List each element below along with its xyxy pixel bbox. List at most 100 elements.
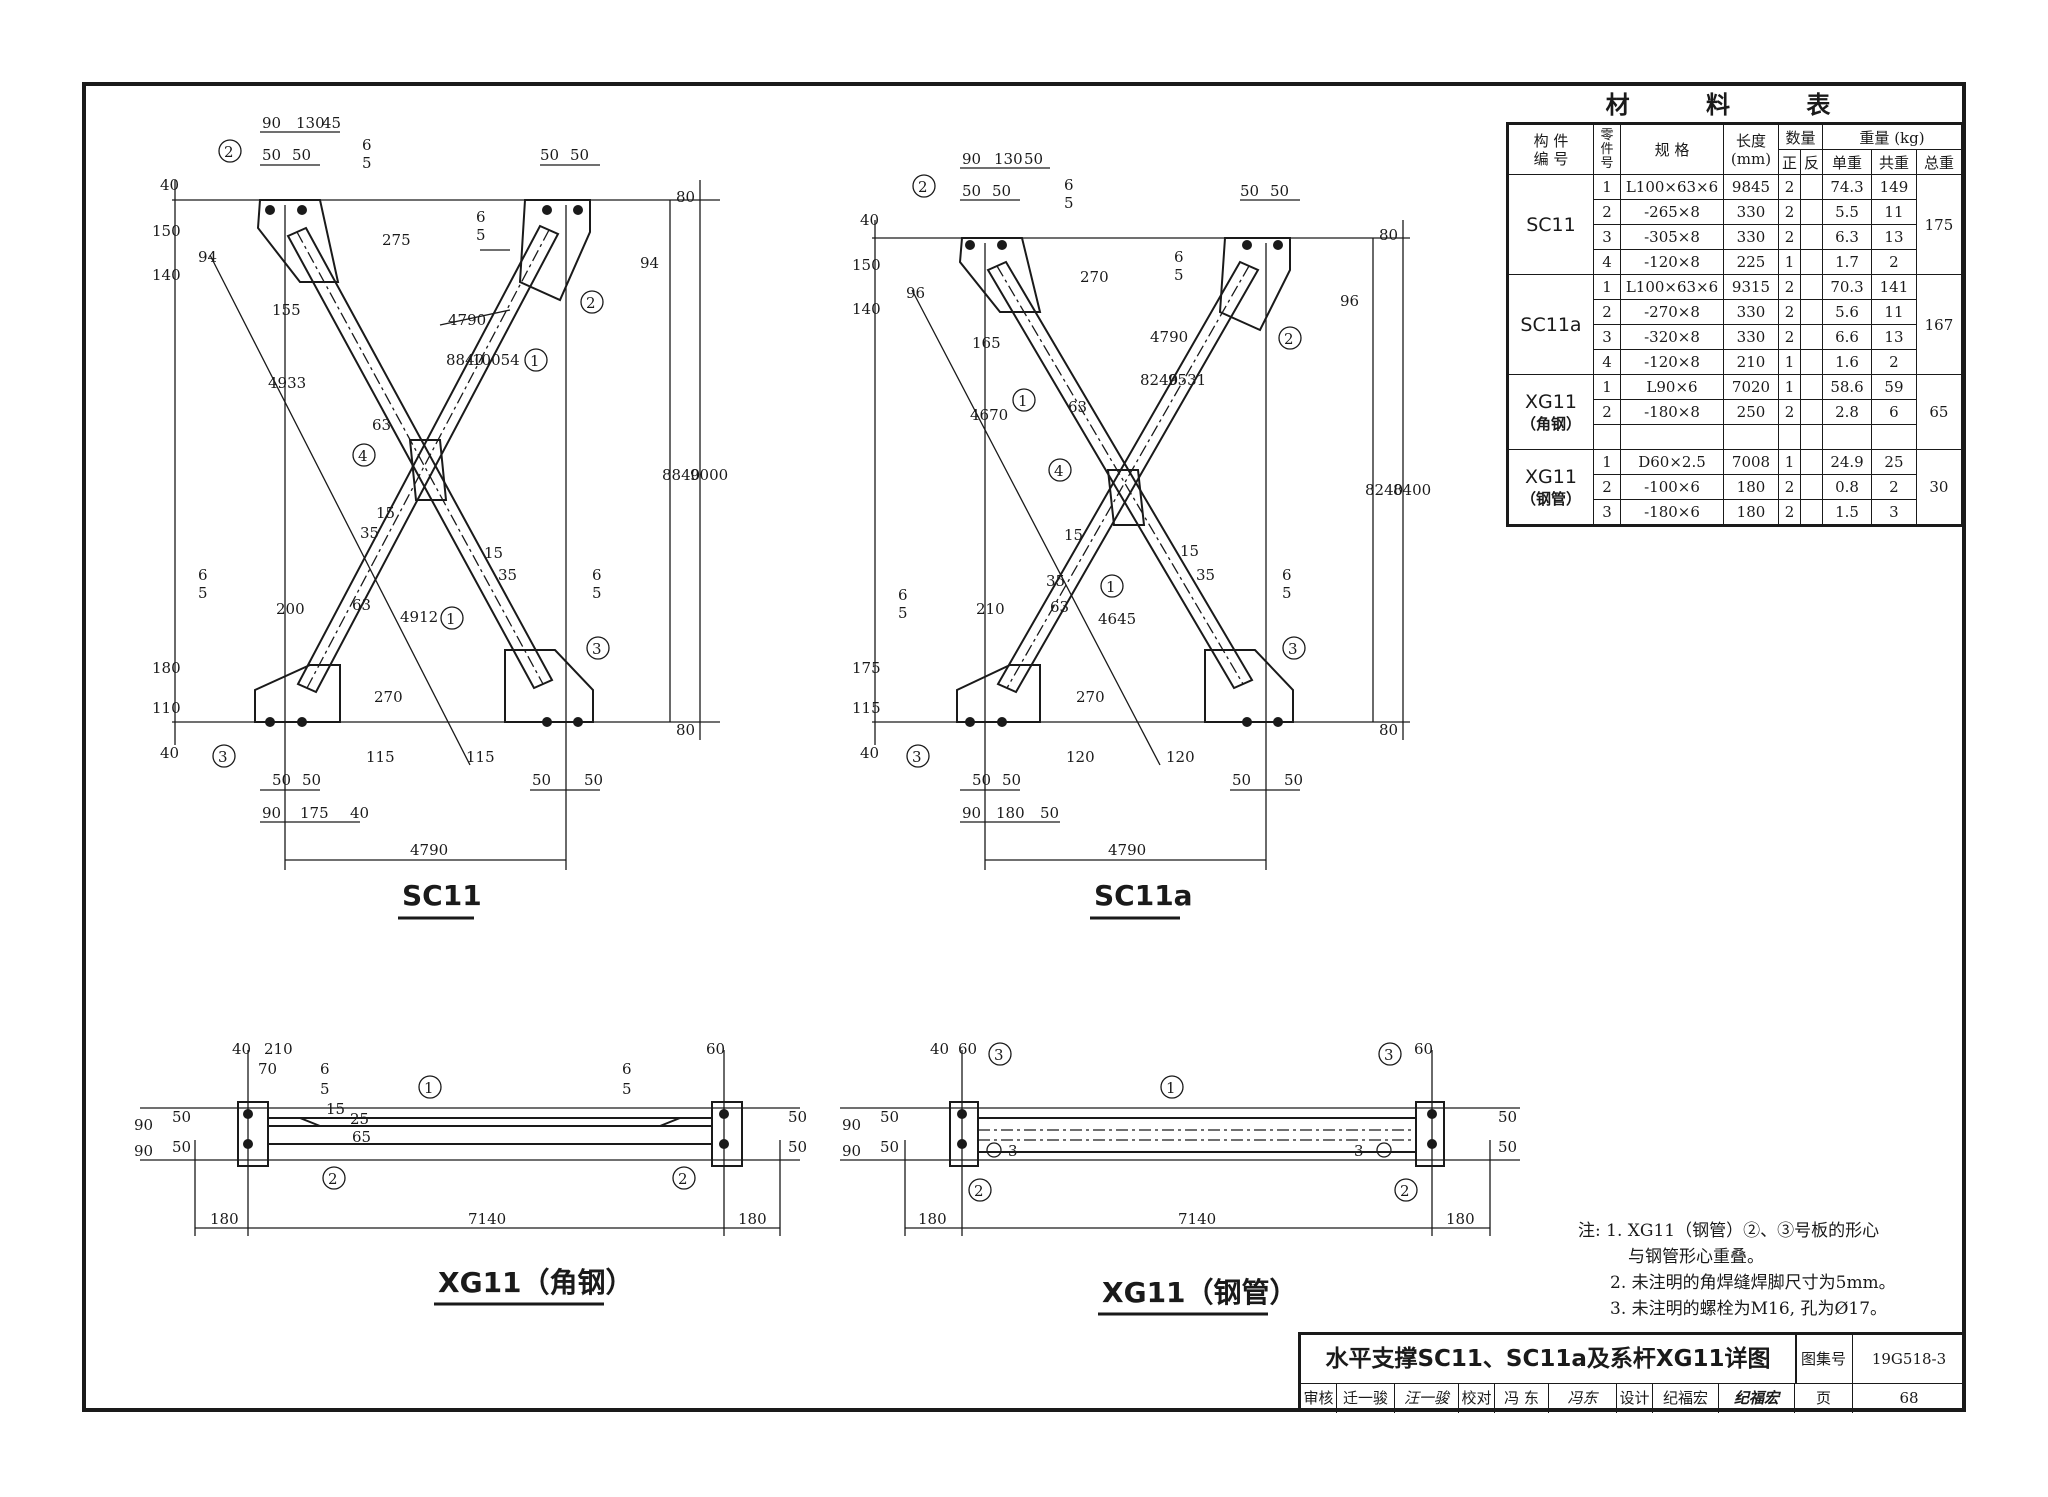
svg-text:8840: 8840: [662, 466, 700, 484]
svg-text:4912: 4912: [400, 608, 438, 626]
svg-text:50: 50: [1024, 150, 1043, 168]
svg-text:210: 210: [264, 1040, 293, 1058]
svg-text:5: 5: [1064, 194, 1074, 212]
qty-pos: 1: [1777, 249, 1802, 275]
svg-text:50: 50: [1284, 771, 1303, 789]
sc11-mark-1b: 1: [446, 610, 456, 628]
qty-pos: 2: [1777, 299, 1802, 325]
sum-weight: 11: [1871, 299, 1917, 325]
hdr-member-no: 构 件 编 号: [1507, 123, 1594, 175]
title-block: 水平支撑SC11、SC11a及系杆XG11详图 图集号 19G518-3 审核 …: [1298, 1332, 1965, 1413]
design-label: 设计: [1617, 1383, 1653, 1413]
notes-line-1: 注: 1. XG11（钢管）②、③号板的形心: [1578, 1218, 1896, 1244]
svg-text:50: 50: [962, 182, 981, 200]
svg-text:200: 200: [276, 600, 305, 618]
svg-text:96: 96: [1340, 292, 1359, 310]
svg-text:50: 50: [262, 146, 281, 164]
sc11-mark-3b: 3: [218, 748, 228, 766]
unit-weight: 6.6: [1822, 324, 1873, 350]
svg-text:115: 115: [852, 699, 881, 717]
qty-neg: [1800, 299, 1824, 325]
svg-text:50: 50: [1498, 1108, 1517, 1126]
svg-text:180: 180: [1446, 1210, 1475, 1228]
svg-text:50: 50: [880, 1138, 899, 1156]
reviewer-signature: 汪一骏: [1395, 1383, 1459, 1413]
qty-pos: 2: [1777, 224, 1802, 250]
qty-pos: 2: [1777, 274, 1802, 300]
svg-text:4670: 4670: [970, 406, 1008, 424]
checker-signature: 冯东: [1549, 1383, 1617, 1413]
qty-pos: 2: [1777, 399, 1802, 425]
svg-text:94: 94: [198, 248, 217, 266]
part-spec: -270×8: [1620, 299, 1724, 325]
svg-text:40: 40: [232, 1040, 251, 1058]
qty-pos: 2: [1777, 174, 1802, 200]
hdr-part-no: 零件号: [1593, 123, 1621, 175]
svg-text:50: 50: [1002, 771, 1021, 789]
sc11a-mark-1b: 1: [1106, 578, 1116, 596]
unit-weight: 1.6: [1822, 349, 1873, 375]
material-table-grid: 构 件 编 号 零件号 规 格 长度 (mm) 数量 重量 (kg) 正 反 单…: [1506, 122, 1964, 527]
hdr-spec: 规 格: [1620, 123, 1724, 175]
member-code-text: SC11: [1526, 213, 1576, 236]
sum-weight: 13: [1871, 224, 1917, 250]
svg-text:270: 270: [1080, 268, 1109, 286]
sum-weight: 59: [1871, 374, 1917, 400]
svg-text:6: 6: [198, 566, 208, 584]
xg11a-mark-1: 1: [424, 1079, 434, 1097]
qty-neg: [1800, 174, 1824, 200]
qty-pos: 2: [1777, 499, 1802, 526]
part-no: 3: [1593, 324, 1621, 350]
svg-text:35: 35: [360, 524, 379, 542]
part-no: 2: [1593, 199, 1621, 225]
part-length: 180: [1723, 499, 1779, 526]
unit-weight: 5.5: [1822, 199, 1873, 225]
atlas-label: 图集号: [1795, 1335, 1853, 1383]
hdr-qty: 数量: [1777, 123, 1824, 150]
svg-text:5: 5: [198, 584, 208, 602]
total-weight: 167: [1915, 274, 1964, 375]
table-row: [1508, 424, 1963, 450]
svg-text:63: 63: [372, 416, 391, 434]
note-item-1: 1. XG11（钢管）②、③号板的形心: [1606, 1221, 1880, 1241]
svg-text:50: 50: [992, 182, 1011, 200]
sum-weight: 2: [1871, 249, 1917, 275]
atlas-no: 19G518-3: [1871, 1350, 1947, 1368]
svg-text:15: 15: [1180, 542, 1199, 560]
svg-text:70: 70: [258, 1060, 277, 1078]
hdr-qty-pos: 正: [1777, 149, 1802, 175]
svg-text:10054: 10054: [472, 351, 520, 369]
part-length: 250: [1723, 399, 1779, 425]
qty-neg: [1800, 499, 1824, 526]
qty-pos: 2: [1777, 199, 1802, 225]
svg-text:15: 15: [326, 1100, 345, 1118]
qty-neg: [1800, 274, 1824, 300]
part-spec: -100×6: [1620, 474, 1724, 500]
svg-text:90: 90: [842, 1116, 861, 1134]
svg-text:80: 80: [676, 721, 695, 739]
note-item-3: 3. 未注明的螺栓为M16, 孔为Ø17。: [1610, 1299, 1888, 1319]
xg11b-view-title: XG11（钢管）: [1102, 1276, 1298, 1309]
hdr-sum-w: 共重: [1871, 149, 1917, 175]
designer: 纪福宏: [1653, 1383, 1719, 1413]
member-code: XG11（角钢）: [1507, 374, 1594, 450]
svg-text:40: 40: [160, 176, 179, 194]
svg-text:6: 6: [592, 566, 602, 584]
xg11a-view-title: XG11（角钢）: [438, 1266, 634, 1299]
part-spec: [1620, 424, 1724, 450]
svg-text:40: 40: [160, 744, 179, 762]
sc11a-mark-1a: 1: [1018, 392, 1028, 410]
xg11b-mark-2b: 2: [1400, 1182, 1410, 1200]
svg-text:4790: 4790: [448, 311, 486, 329]
svg-text:35: 35: [1196, 566, 1215, 584]
hdr-unit-w: 单重: [1822, 149, 1873, 175]
svg-text:6: 6: [476, 208, 486, 226]
notes: 注: 1. XG11（钢管）②、③号板的形心 与钢管形心重叠。 2. 未注明的角…: [1578, 1218, 1896, 1322]
svg-text:50: 50: [880, 1108, 899, 1126]
